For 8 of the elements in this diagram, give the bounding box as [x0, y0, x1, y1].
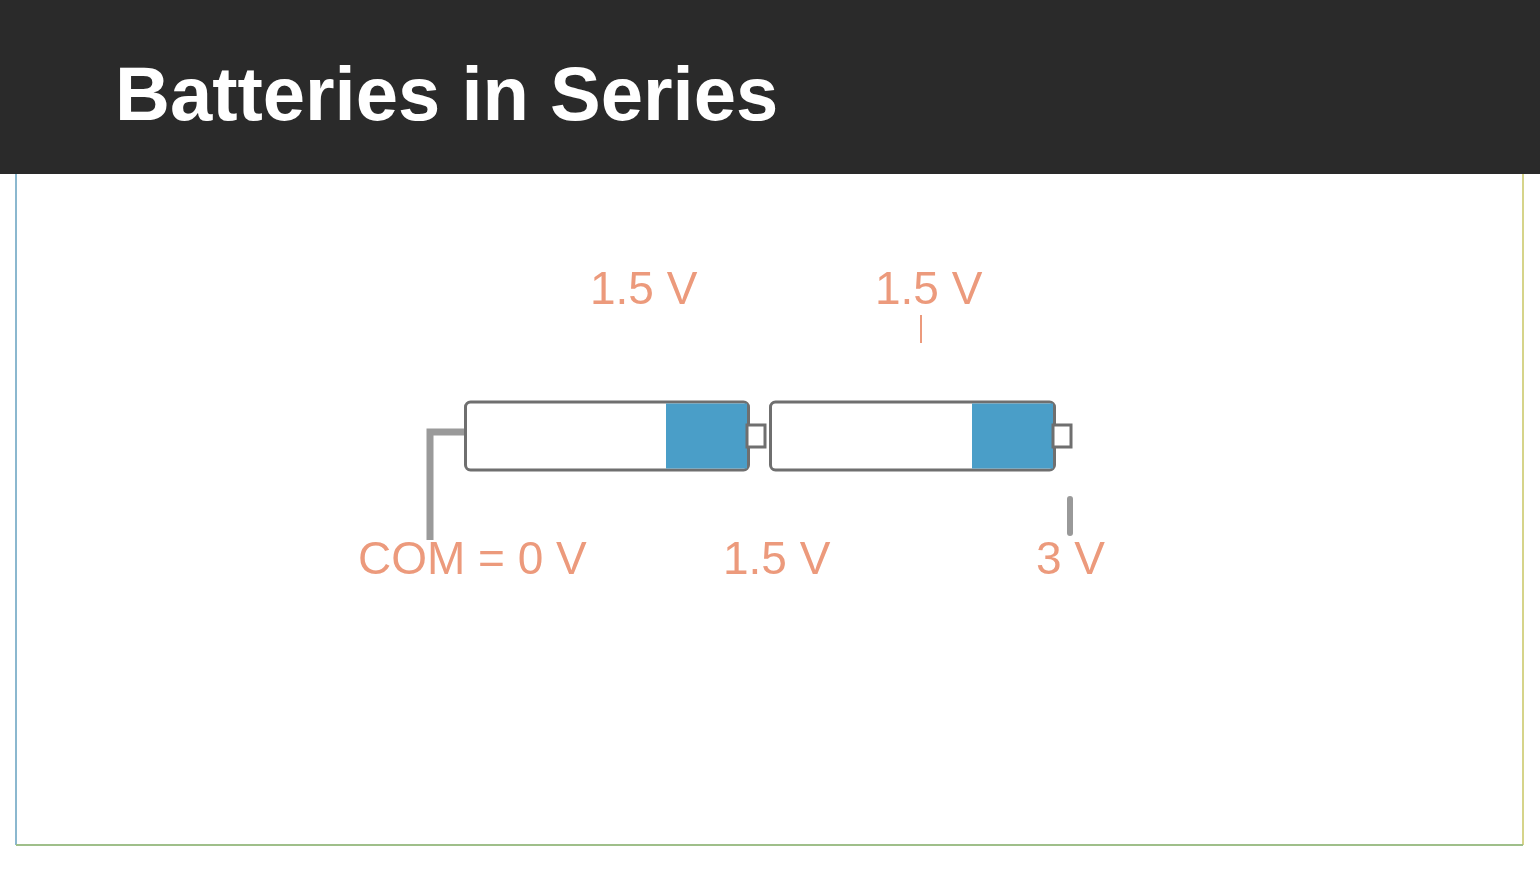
- voltage-label: 1.5 V: [590, 262, 698, 314]
- slide-title: Batteries in Series: [115, 50, 779, 138]
- voltage-label: 1.5 V: [723, 532, 831, 584]
- voltage-label: 1.5 V: [875, 262, 983, 314]
- battery-drawing: [464, 400, 769, 472]
- voltage-label: 3 V: [1036, 532, 1106, 584]
- battery-drawing: [769, 400, 1075, 472]
- voltage-label: COM = 0 V: [358, 532, 587, 584]
